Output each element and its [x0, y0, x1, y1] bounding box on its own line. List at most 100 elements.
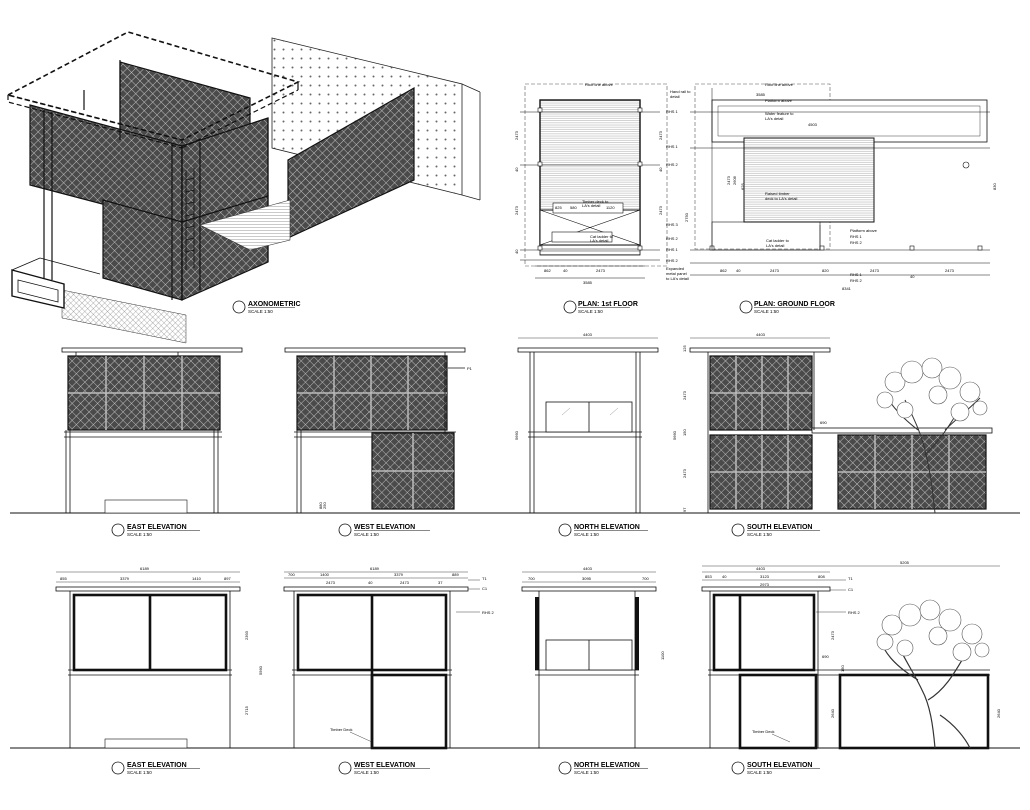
- plan-ground-platform-above: Platform above: [765, 98, 793, 103]
- south-elev-1-dim-v4: 2473: [682, 468, 687, 478]
- plan1-dim-d2: 580: [570, 205, 577, 210]
- south-elev-1-dim-v5: 97: [682, 507, 687, 512]
- plan-ground-dim-d2: 40: [736, 268, 741, 273]
- plan1-title-block: PLAN: 1st FLOOR SCALE 1:50: [563, 300, 638, 314]
- plan1-hand-rail-label-1: Hand rail to: [670, 89, 691, 94]
- north-elev-2-dim-d2: 3095: [582, 576, 592, 581]
- west-elev-1-p1-tag: P1: [467, 366, 473, 371]
- west-elev-2-dim-d1: 700: [288, 572, 295, 577]
- west-elev-2-dim-d8: 889: [452, 572, 459, 577]
- west-elev-2-rhs2: RHS 2: [482, 610, 495, 615]
- plan1-cat-ladder-label-2: LA's detail: [590, 238, 608, 243]
- east-elev-2-dim-d3: 1410: [192, 576, 202, 581]
- east-elev-2-dim-d4: 897: [224, 576, 231, 581]
- plan-ground-dim-d1: 862: [720, 268, 727, 273]
- west-elev-2-dim-d4: 3379: [394, 572, 404, 577]
- axonometric-title: AXONOMETRIC: [248, 301, 301, 308]
- west-elev-1-scale: SCALE 1:50: [354, 532, 379, 537]
- north-elevation-2: 4403 700 3095 700 1100: [521, 566, 665, 748]
- plan-ground-cat-2: LA's detail: [766, 243, 784, 248]
- plan1-dim-h1: 2473: [514, 130, 519, 140]
- north-elev-1-dim-w: 4403: [583, 332, 593, 337]
- south-elev-2-dim-v3: 150: [840, 665, 845, 672]
- west-elev-1-dim-1: 880: [318, 502, 323, 509]
- plan-first-floor: Roof line above Hand rail to detail Timb…: [514, 82, 691, 285]
- north-elev-2-dim-v: 1100: [660, 651, 665, 660]
- east-elevation-1: [61, 347, 243, 514]
- plan-ground-platform-above-2: Platform above: [850, 228, 878, 233]
- west-elev-2-t1: T1: [482, 576, 487, 581]
- south-elev-2-dim-d1: 853: [705, 574, 712, 579]
- plan1-rhs-6: RHS 1: [666, 247, 679, 252]
- east-elev-2-dim-w: 6189: [140, 566, 150, 571]
- north-elevation-1-title-block: NORTH ELEVATION SCALE 1:50: [558, 523, 648, 537]
- south-elev-2-dim-d3: 3123: [760, 574, 770, 579]
- south-elev-2-dim-w: 5205: [900, 560, 910, 565]
- plan1-roof-line-label: Roof line above: [585, 82, 614, 87]
- north-elev-2-dim-w: 4403: [583, 566, 593, 571]
- east-elevation-2-title-block: EAST ELEVATION SCALE 1:50: [111, 761, 200, 775]
- west-elevation-1-title-block: WEST ELEVATION SCALE 1:50: [338, 523, 430, 537]
- south-elev-2-dim-w2: 4403: [756, 566, 766, 571]
- plan-ground-water-2: LA's detail: [765, 116, 783, 121]
- plan1-timber-deck-label-1: Timber deck to: [582, 199, 609, 204]
- plan-ground-roof-line: Roof line above: [765, 82, 794, 87]
- west-elev-2-dim-w: 6189: [370, 566, 380, 571]
- plan-ground-raised-2: deck to LA's detail: [765, 196, 797, 201]
- plan1-cat-ladder-label-1: Cat ladder to: [590, 234, 614, 239]
- south-elev-2-dim-v1: 2473: [830, 630, 835, 640]
- south-elevation-1: 4403 125 2473 150 2473 97 5660 690: [672, 332, 993, 514]
- south-elev-2-dim-v2: 690: [822, 654, 829, 659]
- plan-ground-dim-v5: 830: [992, 183, 997, 190]
- south-elev-2-t1: T1: [848, 576, 853, 581]
- plan-ground-raised-1: Raised timber: [765, 191, 790, 196]
- plan-ground-dim-v2: 625: [740, 183, 745, 190]
- plan1-expanded-label-1: Expanded: [666, 266, 684, 271]
- plan-ground-dim-d3: 2473: [770, 268, 780, 273]
- north-elevation-1: 4403 5660: [514, 332, 659, 513]
- east-elev-2-dim-d2: 3379: [120, 576, 130, 581]
- south-elev-2-c1: C1: [848, 587, 854, 592]
- west-elev-1-dim-2: 250: [322, 502, 327, 509]
- west-elev-2-title: WEST ELEVATION: [354, 762, 415, 769]
- plan-ground-cat-1: Cat ladder to: [766, 238, 790, 243]
- west-elev-2-dim-d3: 40: [368, 580, 373, 585]
- plan-ground-dim-total: 8341: [842, 286, 852, 291]
- east-elev-2-dim-v1: 2393: [244, 630, 249, 640]
- south-elev-1-scale: SCALE 1:50: [747, 532, 772, 537]
- south-elev-2-timber-deck: Timber Deck: [752, 729, 775, 734]
- plan-ground-water-1: Water feature to: [765, 111, 794, 116]
- west-elev-2-timber-deck: Timber Deck: [330, 727, 353, 732]
- plan1-timber-deck-label-2: LA's detail: [582, 203, 600, 208]
- south-elev-2-dim-d4: 808: [818, 574, 825, 579]
- south-elevation-1-title-block: SOUTH ELEVATION SCALE 1:50: [731, 523, 820, 537]
- south-elevation-2: 5205 4403 853 40 3123 808 2973 T1 C1 RHS…: [701, 560, 1001, 750]
- east-elevation-1-title-block: EAST ELEVATION SCALE 1:50: [111, 523, 200, 537]
- plan1-rhs-1: RHS 1: [666, 109, 679, 114]
- axonometric-scale: SCALE 1:50: [248, 309, 273, 314]
- plan-ground-dim-d4: 820: [822, 268, 829, 273]
- plan-ground-dim-d5: 2473: [870, 268, 880, 273]
- south-elev-2-scale: SCALE 1:50: [747, 770, 772, 775]
- plan1-dim-h3: 2473: [514, 205, 519, 215]
- plan1-expanded-label-3: to LA's detail: [666, 276, 689, 281]
- plan-ground-scale: SCALE 1:50: [754, 309, 779, 314]
- plan1-title: PLAN: 1st FLOOR: [578, 301, 638, 308]
- plan-ground-rhs-2: RHS 2: [850, 240, 863, 245]
- plan1-scale: SCALE 1:50: [578, 309, 603, 314]
- south-elev-1-dim-g: 690: [820, 420, 827, 425]
- plan1-dim-w1: 862: [544, 268, 551, 273]
- north-elev-2-title: NORTH ELEVATION: [574, 762, 640, 769]
- plan-ground-rhs-3: RHS 2: [850, 278, 863, 283]
- axonometric-title-block: AXONOMETRIC SCALE 1:50: [232, 300, 301, 314]
- north-elev-2-scale: SCALE 1:50: [574, 770, 599, 775]
- plan1-dim-d1: 825: [555, 205, 562, 210]
- plan-ground-dim-mid: 4503: [808, 122, 818, 127]
- south-elev-2-dim-d2: 40: [722, 574, 727, 579]
- plan1-hand-rail-label-2: detail: [670, 94, 680, 99]
- west-elev-1-title: WEST ELEVATION: [354, 524, 415, 531]
- plan1-rhs-4: RHS 3: [666, 222, 679, 227]
- north-elev-1-scale: SCALE 1:50: [574, 532, 599, 537]
- plan1-dim-total: 3585: [583, 280, 593, 285]
